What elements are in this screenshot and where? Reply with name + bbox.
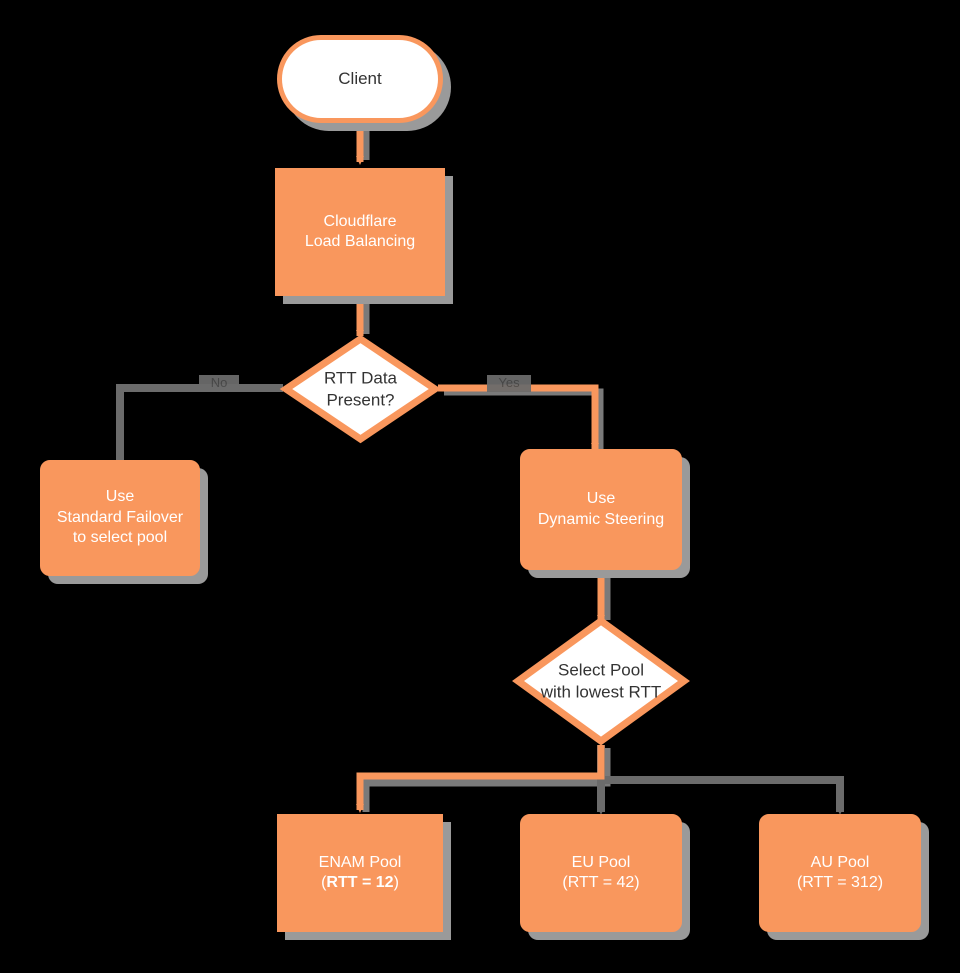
node-standard-failover[interactable]: Use Standard Failover to select pool: [40, 460, 200, 576]
node-select-pool-decision[interactable]: Select Pool with lowest RTT: [512, 615, 690, 747]
enam-line-1: ENAM Pool: [318, 853, 402, 871]
edge-select-pool-to-au-pool: [601, 776, 844, 815]
sf-line-3: to select pool: [72, 529, 168, 547]
node-cloudflare-load-balancing-label: Cloudflare Load Balancing: [305, 212, 415, 253]
node-eu-pool[interactable]: EU Pool (RTT = 42): [520, 814, 682, 932]
node-client[interactable]: Client: [277, 35, 443, 123]
sf-line-1: Use: [105, 488, 135, 506]
edge-rtt-decision-to-dynamic-steering: [438, 384, 599, 452]
eu-line-2: (RTT = 42): [562, 874, 640, 891]
eu-line-1: EU Pool: [571, 853, 631, 871]
edge-rtt-decision-to-standard-failover: [116, 384, 283, 460]
lb-line-1: Cloudflare: [323, 212, 397, 230]
node-client-label: Client: [338, 69, 382, 89]
node-dynamic-steering-label: Use Dynamic Steering: [538, 489, 664, 530]
au-line-2: (RTT = 312): [796, 874, 884, 891]
enam-rtt-value: RTT = 12: [326, 874, 394, 891]
node-dynamic-steering[interactable]: Use Dynamic Steering: [520, 449, 682, 570]
node-enam-pool-label: ENAM Pool (RTT = 12): [319, 853, 402, 894]
lb-line-2: Load Balancing: [304, 233, 416, 250]
rtt-decision-diamond-shape: [279, 334, 442, 444]
node-enam-pool[interactable]: ENAM Pool (RTT = 12): [277, 814, 443, 932]
select-pool-diamond-shape: [512, 616, 690, 746]
ds-line-1: Use: [586, 490, 616, 508]
sf-line-2: Standard Failover: [56, 508, 184, 526]
enam-paren-close: ): [393, 874, 399, 891]
node-cloudflare-load-balancing[interactable]: Cloudflare Load Balancing: [275, 168, 445, 296]
node-au-pool-label: AU Pool (RTT = 312): [797, 853, 883, 894]
ds-line-2: Dynamic Steering: [537, 510, 665, 528]
edge-select-pool-to-enam-pool: [356, 745, 605, 813]
enam-line-2: (RTT = 12): [319, 873, 402, 893]
node-au-pool[interactable]: AU Pool (RTT = 312): [759, 814, 921, 932]
node-rtt-data-present-decision[interactable]: RTT Data Present?: [279, 332, 442, 446]
node-standard-failover-label: Use Standard Failover to select pool: [57, 487, 183, 548]
node-eu-pool-label: EU Pool (RTT = 42): [562, 853, 639, 894]
edge-label-no: No: [199, 375, 239, 392]
enam-paren-open: (: [321, 874, 327, 891]
au-line-1: AU Pool: [810, 853, 870, 871]
edge-label-yes: Yes: [487, 375, 531, 392]
